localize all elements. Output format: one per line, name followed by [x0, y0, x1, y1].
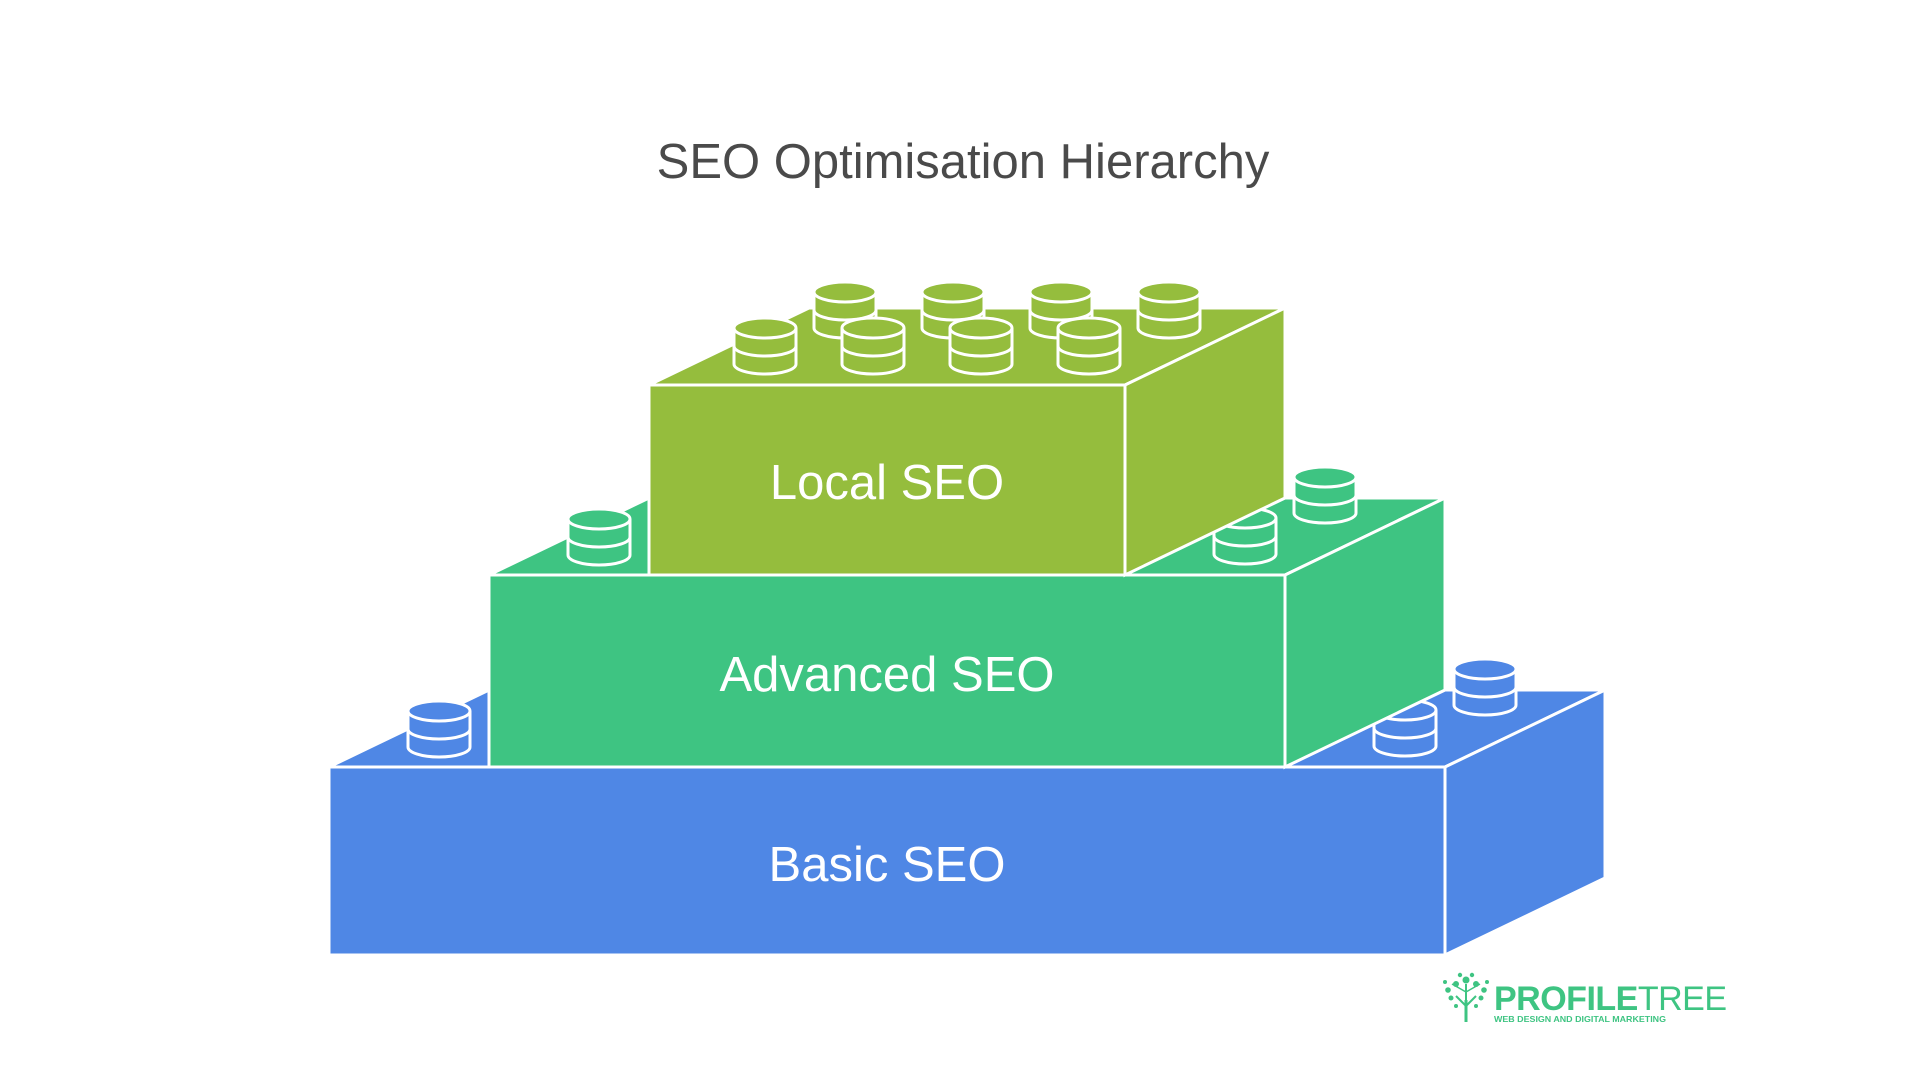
stud [732, 316, 798, 376]
stud [1452, 657, 1518, 717]
stud [406, 699, 472, 759]
brick-local-front-face [647, 383, 1127, 577]
brand-name: PROFILETREE [1494, 980, 1727, 1018]
stud [566, 507, 632, 567]
brick-advanced-label: Advanced SEO [719, 648, 1054, 702]
tree-icon [1443, 972, 1489, 1022]
brick-basic-studs [406, 657, 1518, 759]
brand-name-bold: PROFILE [1494, 980, 1638, 1018]
brand-tagline: WEB DESIGN AND DIGITAL MARKETING [1494, 1014, 1666, 1024]
stud [1292, 465, 1358, 525]
brick-basic-label: Basic SEO [769, 838, 1006, 892]
diagram-title: SEO Optimisation Hierarchy [657, 135, 1270, 189]
brick-advanced-front-face [487, 573, 1287, 769]
stud [840, 316, 906, 376]
brick-local-seo: Local SEO [647, 280, 1287, 578]
brick-local-label: Local SEO [770, 456, 1004, 510]
stud [1136, 280, 1202, 340]
stud [1056, 316, 1122, 376]
brand-name-light: TREE [1638, 980, 1727, 1018]
brick-local-studs [732, 280, 1202, 376]
profiletree-logo: PROFILETREE WEB DESIGN AND DIGITAL MARKE… [1443, 972, 1727, 1024]
brick-basic-front-face [327, 765, 1447, 957]
stud [948, 316, 1014, 376]
